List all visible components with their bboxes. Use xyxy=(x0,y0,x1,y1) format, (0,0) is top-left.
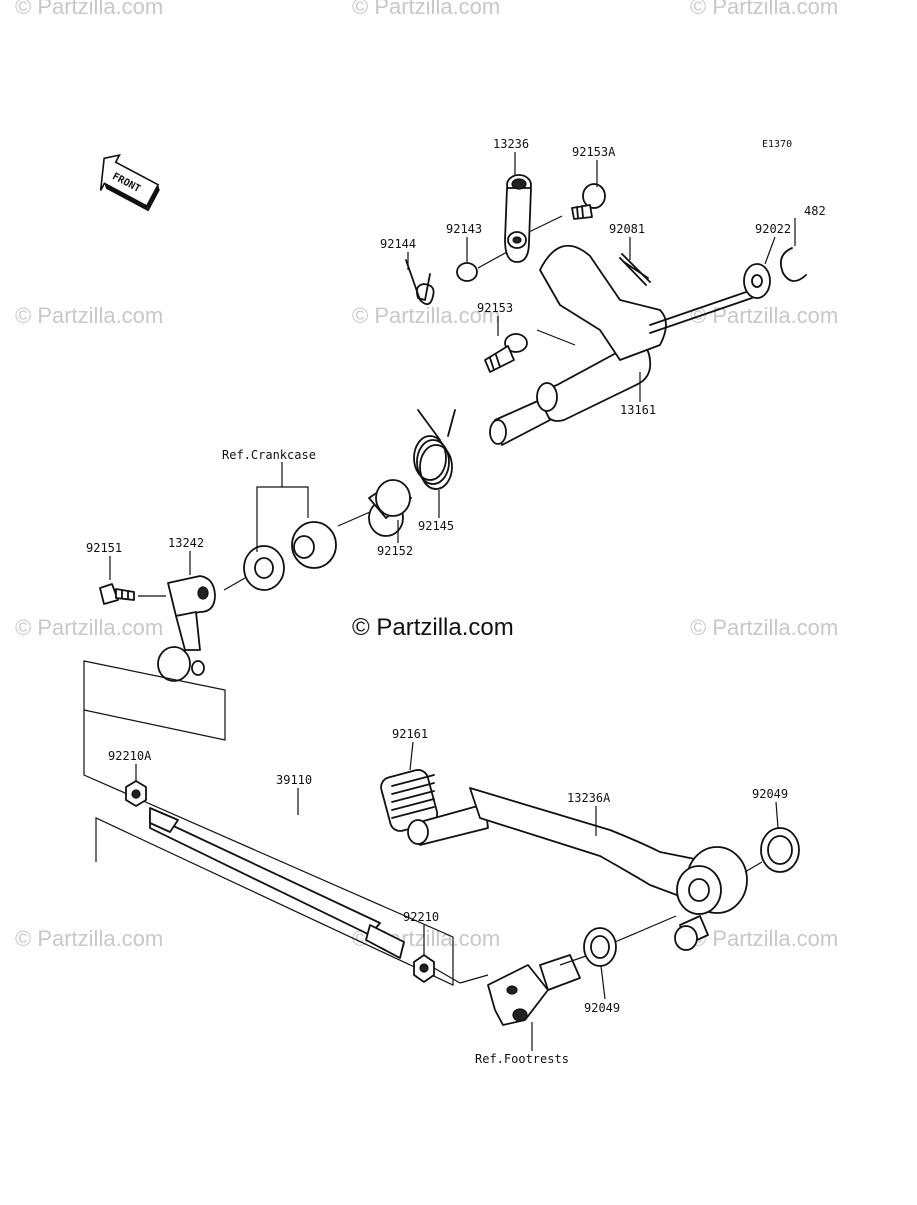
bolt-92153A xyxy=(571,183,606,220)
part-13236-arm xyxy=(504,174,532,263)
bolt-92153 xyxy=(484,333,528,373)
label-92145: 92145 xyxy=(418,519,454,533)
watermark-text: © Partzilla.com xyxy=(15,303,163,328)
front-arrow-icon: FRONT xyxy=(99,153,160,212)
rubber-92161 xyxy=(380,769,439,832)
ref-crankcase-bearing xyxy=(243,521,337,591)
spring-92081 xyxy=(619,253,651,286)
spring-92145 xyxy=(413,409,456,490)
label-13236A: 13236A xyxy=(567,791,611,805)
label-ref-footrests: Ref.Footrests xyxy=(475,1052,569,1066)
watermark-text: © Partzilla.com xyxy=(690,303,838,328)
diagram-code: E1370 xyxy=(762,139,792,150)
watermark-text: © Partzilla.com xyxy=(352,303,500,328)
label-39110: 39110 xyxy=(276,773,312,787)
bolt-92151 xyxy=(99,583,135,605)
shift-lever-13242 xyxy=(157,575,216,682)
nut-92210 xyxy=(413,954,435,983)
label-92049-top: 92049 xyxy=(752,787,788,801)
label-92210: 92210 xyxy=(403,910,439,924)
leader-lines xyxy=(109,152,796,1051)
label-92049-bottom: 92049 xyxy=(584,1001,620,1015)
spring-92144 xyxy=(405,259,435,306)
label-92161: 92161 xyxy=(392,727,428,741)
label-13236: 13236 xyxy=(493,137,529,151)
label-92022: 92022 xyxy=(755,222,791,236)
seal-92049-top xyxy=(760,827,800,873)
collar-92143 xyxy=(456,262,478,282)
watermark-text: © Partzilla.com xyxy=(15,0,163,19)
label-13161: 13161 xyxy=(620,403,656,417)
watermark-text: © Partzilla.com xyxy=(15,615,163,640)
label-92144: 92144 xyxy=(380,237,416,251)
shift-pedal-13236A xyxy=(407,787,748,951)
label-92143: 92143 xyxy=(446,222,482,236)
label-92081: 92081 xyxy=(609,222,645,236)
label-92153A: 92153A xyxy=(572,145,616,159)
label-13242: 13242 xyxy=(168,536,204,550)
watermark-text: © Partzilla.com xyxy=(690,615,838,640)
lever-bracket-box xyxy=(83,660,226,741)
watermark-text: © Partzilla.com xyxy=(15,926,163,951)
label-92152: 92152 xyxy=(377,544,413,558)
label-482: 482 xyxy=(804,204,826,218)
label-92151: 92151 xyxy=(86,541,122,555)
watermarks: © Partzilla.com © Partzilla.com © Partzi… xyxy=(15,0,838,951)
bushing-92152 xyxy=(368,479,412,537)
circlip-482 xyxy=(780,247,807,282)
rod-bracket xyxy=(83,710,454,986)
label-92210A: 92210A xyxy=(108,749,152,763)
watermark-text: © Partzilla.com xyxy=(352,0,500,19)
label-92153: 92153 xyxy=(477,301,513,315)
copyright-watermark: © Partzilla.com xyxy=(352,614,514,641)
label-ref-crankcase: Ref.Crankcase xyxy=(222,448,316,462)
washer-92022 xyxy=(743,263,771,299)
ref-footrests-joint xyxy=(487,954,581,1026)
axis-lines xyxy=(138,215,763,984)
part-labels: 13236 92153A 92143 92144 92081 92022 482… xyxy=(86,137,826,1066)
seal-92049-bottom xyxy=(583,927,617,967)
watermark-text: © Partzilla.com xyxy=(690,0,838,19)
watermark-text: © Partzilla.com xyxy=(690,926,838,951)
tie-rod-39110 xyxy=(149,807,405,959)
nut-92210A xyxy=(125,780,147,807)
shift-shaft-13161 xyxy=(489,245,753,446)
